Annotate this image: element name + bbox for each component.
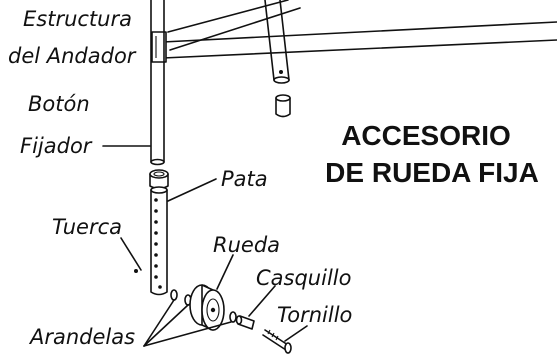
- label-arandelas: Arandelas: [28, 325, 135, 349]
- title-line2: DE RUEDA FIJA: [325, 157, 539, 188]
- leader-arandela-2: [143, 304, 189, 347]
- walker-frame: [150, 0, 557, 166]
- frame-leg-end: [150, 158, 165, 166]
- nut-tuerca: [134, 269, 138, 273]
- hardware-assembly: [134, 269, 292, 354]
- label-boton-line2: Fijador: [20, 134, 93, 158]
- label-pata: Pata: [221, 167, 268, 191]
- title-line1: ACCESORIO: [341, 120, 511, 151]
- leader-casquillo: [248, 285, 276, 317]
- rear-leg-right-edge: [279, 0, 290, 81]
- leader-tornillo: [284, 325, 308, 342]
- leg-pata: [150, 186, 168, 296]
- leg-collar: [149, 169, 169, 190]
- bushing-casquillo: [235, 315, 255, 330]
- frame-top-bar-upper: [167, 0, 289, 33]
- wheel-rueda: [189, 284, 225, 331]
- label-estructura-line2: del Andador: [8, 44, 137, 68]
- frame-crossbar-bottom: [162, 39, 557, 59]
- bolt-head: [284, 342, 292, 354]
- label-casquillo: Casquillo: [256, 266, 351, 290]
- bolt-tornillo: [262, 329, 292, 354]
- leader-pata: [167, 178, 217, 202]
- frame-top-bar-lower: [169, 7, 301, 51]
- leg-adjustment-holes: [154, 198, 162, 289]
- label-tornillo: Tornillo: [277, 303, 352, 327]
- leader-arandela-3: [143, 321, 232, 347]
- washer-3: [229, 311, 237, 323]
- label-estructura-line1: Estructura: [23, 7, 132, 31]
- label-rueda: Rueda: [213, 233, 280, 257]
- leader-arandela-1: [143, 299, 175, 347]
- rear-leg-cap: [275, 97, 291, 118]
- leg-tube: [150, 189, 168, 296]
- leader-rueda: [216, 254, 234, 290]
- label-boton-line1: Botón: [28, 92, 90, 116]
- frame-crossbar-top: [162, 21, 557, 43]
- rear-leg-end: [273, 76, 290, 84]
- washer-1: [170, 289, 178, 301]
- leader-lines: [102, 145, 308, 347]
- leader-tuerca: [120, 237, 142, 271]
- label-tuerca: Tuerca: [52, 215, 122, 239]
- rear-leg-left-edge: [264, 0, 275, 81]
